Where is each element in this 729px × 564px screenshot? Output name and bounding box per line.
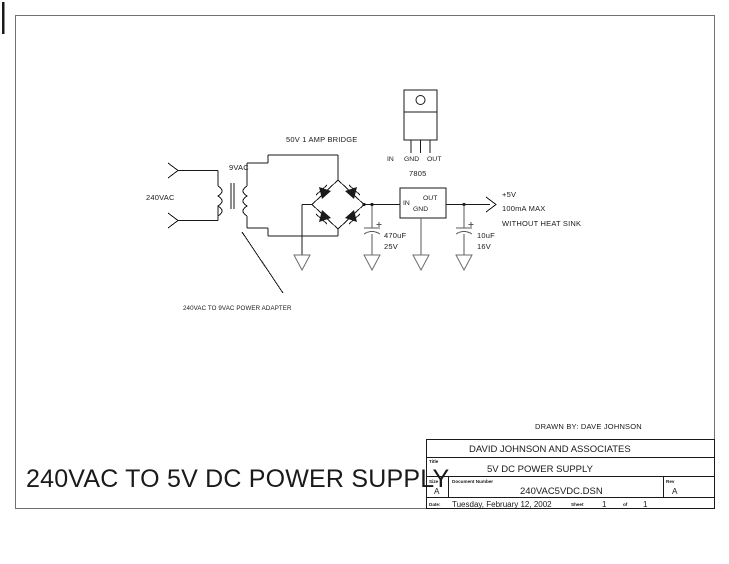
- input-cap-node: [370, 202, 374, 207]
- cap-output-rating: 16V: [477, 242, 491, 251]
- title-block-sheet-label: Sheet: [571, 502, 584, 507]
- ground-symbol-output-cap: [455, 254, 473, 272]
- bridge-rectifier-wiring: [267, 154, 400, 255]
- to220-package-drawing: [403, 89, 438, 153]
- cap-input-rating: 25V: [384, 242, 398, 251]
- transformer-symbol: [217, 162, 268, 229]
- bridge-diode-upper-left: [315, 184, 331, 199]
- to220-pin-in-label: IN: [387, 156, 394, 163]
- title-block-size-label: Size: [429, 479, 439, 484]
- bridge-positive-node: [362, 202, 366, 207]
- capacitor-output-10uf: [455, 204, 474, 255]
- regulator-sym-gnd-label: GND: [413, 206, 428, 213]
- output-heatsink-note: WITHOUT HEAT SINK: [502, 219, 581, 228]
- regulator-sym-in-label: IN: [403, 200, 410, 207]
- ground-symbol-bridge: [293, 254, 311, 272]
- title-block: [426, 439, 715, 509]
- title-block-sheet-number: 1: [602, 500, 607, 509]
- adapter-note-label: 240VAC TO 9VAC POWER ADAPTER: [183, 305, 292, 312]
- title-block-title-label: Title: [429, 459, 439, 464]
- regulator-sym-out-label: OUT: [423, 195, 437, 202]
- regulator-symbol-body: [399, 187, 447, 219]
- title-block-sheet-total: 1: [643, 500, 648, 509]
- title-block-size-value: A: [434, 487, 440, 496]
- cap-input-value: 470uF: [384, 231, 406, 240]
- title-block-rev-label: Rev: [666, 479, 675, 484]
- ac-input-terminal-top: [167, 162, 219, 186]
- ground-symbol-input-cap: [363, 254, 381, 272]
- output-voltage-label: +5V: [502, 190, 516, 199]
- input-voltage-label: 240VAC: [146, 193, 175, 202]
- title-block-title-value: 5V DC POWER SUPPLY: [487, 464, 594, 475]
- bridge-diode-lower-left: [315, 210, 331, 225]
- bridge-diode-upper-right: [345, 184, 361, 199]
- bridge-diode-lower-right: [345, 210, 361, 225]
- main-title: 240VAC TO 5V DC POWER SUPPLY: [26, 465, 449, 493]
- bridge-label: 50V 1 AMP BRIDGE: [286, 135, 357, 144]
- title-block-company: DAVID JOHNSON AND ASSOCIATES: [469, 444, 631, 455]
- ground-symbol-regulator: [412, 254, 430, 272]
- title-block-date-label: Date:: [429, 502, 441, 507]
- ac-input-terminal-bottom: [167, 206, 219, 229]
- regulator-part-number: 7805: [409, 169, 427, 178]
- drawing-frame-border: [14, 14, 716, 510]
- drawn-by-label: DRAWN BY: DAVE JOHNSON: [535, 422, 642, 431]
- to220-pin-out-label: OUT: [427, 156, 441, 163]
- adapter-callout-leader: [241, 231, 284, 294]
- capacitor-input-470uf: [363, 204, 382, 255]
- secondary-voltage-label: 9VAC: [229, 163, 249, 172]
- output-current-label: 100mA MAX: [502, 204, 546, 213]
- to220-pin-gnd-label: GND: [404, 156, 419, 163]
- title-block-rev-value: A: [672, 487, 678, 496]
- title-block-date-value: Tuesday, February 12, 2002: [452, 500, 552, 509]
- title-block-sheet-of: of: [623, 502, 628, 507]
- cap-output-value: 10uF: [477, 231, 495, 240]
- title-block-docnum-label: Document Number: [452, 479, 493, 484]
- title-block-docnum-value: 240VAC5VDC.DSN: [520, 486, 603, 497]
- output-terminal-arrow: [485, 196, 497, 213]
